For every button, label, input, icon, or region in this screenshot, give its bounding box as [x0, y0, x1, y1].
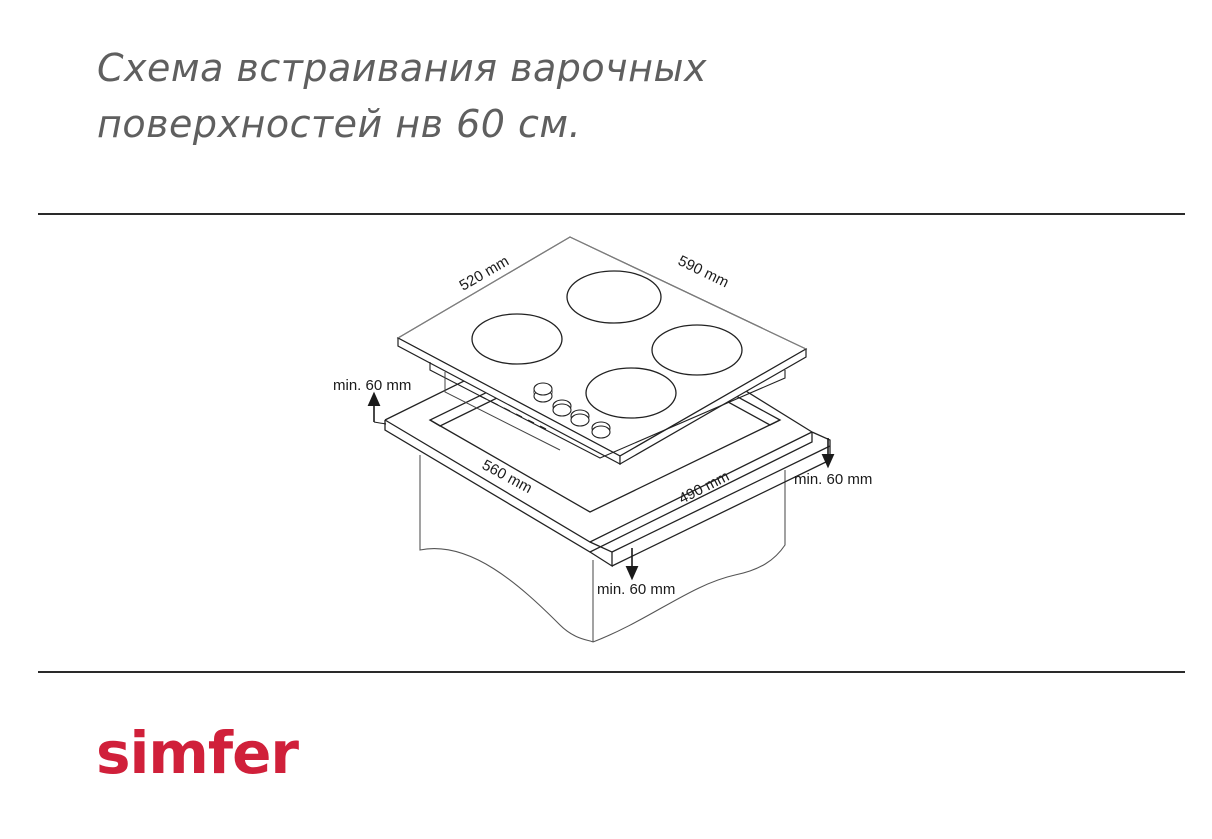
- hob: [396, 236, 808, 466]
- hob-glass-edge-right: [619, 347, 807, 466]
- clearance-arrows: [367, 391, 835, 581]
- diagram-title: Схема встраивания варочных поверхностей …: [97, 40, 997, 152]
- title-line-1: Схема встраивания варочных: [97, 46, 707, 90]
- burner-right: [651, 324, 743, 376]
- housing-vents: [479, 395, 547, 430]
- burner-back: [566, 270, 662, 324]
- hob-housing: [429, 362, 786, 459]
- cabinet: [419, 455, 786, 643]
- label-cutout-depth: 490 mm: [676, 468, 732, 508]
- label-clearance-left: min. 60 mm: [333, 377, 411, 394]
- brand-logo: simfer: [96, 719, 299, 787]
- label-hob-width: 590 mm: [675, 252, 731, 291]
- label-clearance-right: min. 60 mm: [794, 471, 872, 488]
- burner-left: [471, 313, 563, 365]
- hob-dimension-lines: [397, 236, 807, 350]
- title-line-2: поверхностей нв 60 см.: [97, 102, 582, 146]
- top-divider: [38, 213, 1185, 215]
- label-clearance-front: min. 60 mm: [597, 581, 675, 598]
- burner-front: [585, 367, 677, 419]
- bottom-divider: [38, 671, 1185, 673]
- control-knobs: [533, 382, 611, 439]
